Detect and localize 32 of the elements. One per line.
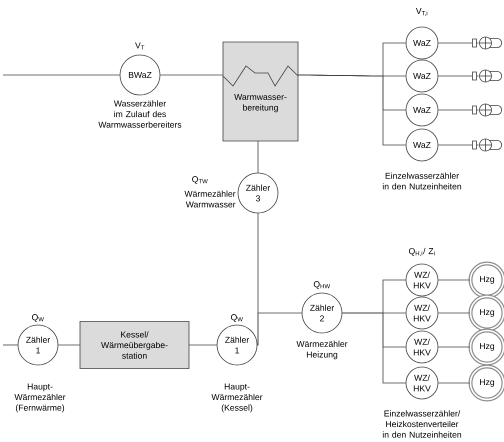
faucet-icon (472, 138, 502, 152)
pipe-line (2, 74, 120, 76)
pipe-line (438, 144, 472, 146)
pipe-line (298, 74, 406, 146)
quantity-symbol: Q$_{TW}$ (192, 176, 208, 184)
quantity-symbol: V$_{T,i}$ (416, 8, 428, 16)
quantity-symbol: Q$_{W}$ (230, 314, 243, 322)
meter-caption: Wärmezähler Warmwasser (184, 190, 236, 208)
pipe-line (189, 344, 217, 346)
pipe-line (2, 344, 18, 346)
pipe-line (160, 74, 223, 76)
pipe-line (438, 382, 470, 384)
group-caption: Einzelwasserzähler in den Nutzeinheiten (382, 172, 462, 190)
pipe-line (58, 344, 80, 346)
quantity-symbol: Q$_{HW}$ (314, 281, 330, 289)
pipe-line (438, 312, 470, 314)
group-caption: Einzelwasserzähler/ Heizkostenverteiler in den Nutzeinheiten (382, 410, 462, 438)
meter-caption: Wärmezähler Heizung (296, 340, 348, 360)
pipe-line (342, 312, 406, 384)
quantity-symbol: Q$_{W}$ (32, 314, 44, 322)
quantity-symbol: V$_{T}$ (135, 42, 144, 50)
meter-caption: Haupt- Wärmezähler (Kessel) (211, 384, 262, 412)
faucet-icon (472, 36, 502, 50)
pipe-line (257, 312, 302, 346)
boiler-box: Kessel/ Wärmeübergabe- station (80, 321, 190, 369)
meter-caption: Haupt- Wärmezähler (Fernwärme) (14, 384, 66, 412)
pipe-line (438, 42, 472, 44)
pipe-line (438, 346, 470, 348)
meter-caption: Wasserzähler im Zulauf des Warmwasserbereiters (98, 100, 182, 128)
faucet-icon (472, 70, 502, 82)
water-heater-box: Warmwasser- bereitung (222, 42, 298, 142)
faucet-icon (472, 104, 502, 116)
